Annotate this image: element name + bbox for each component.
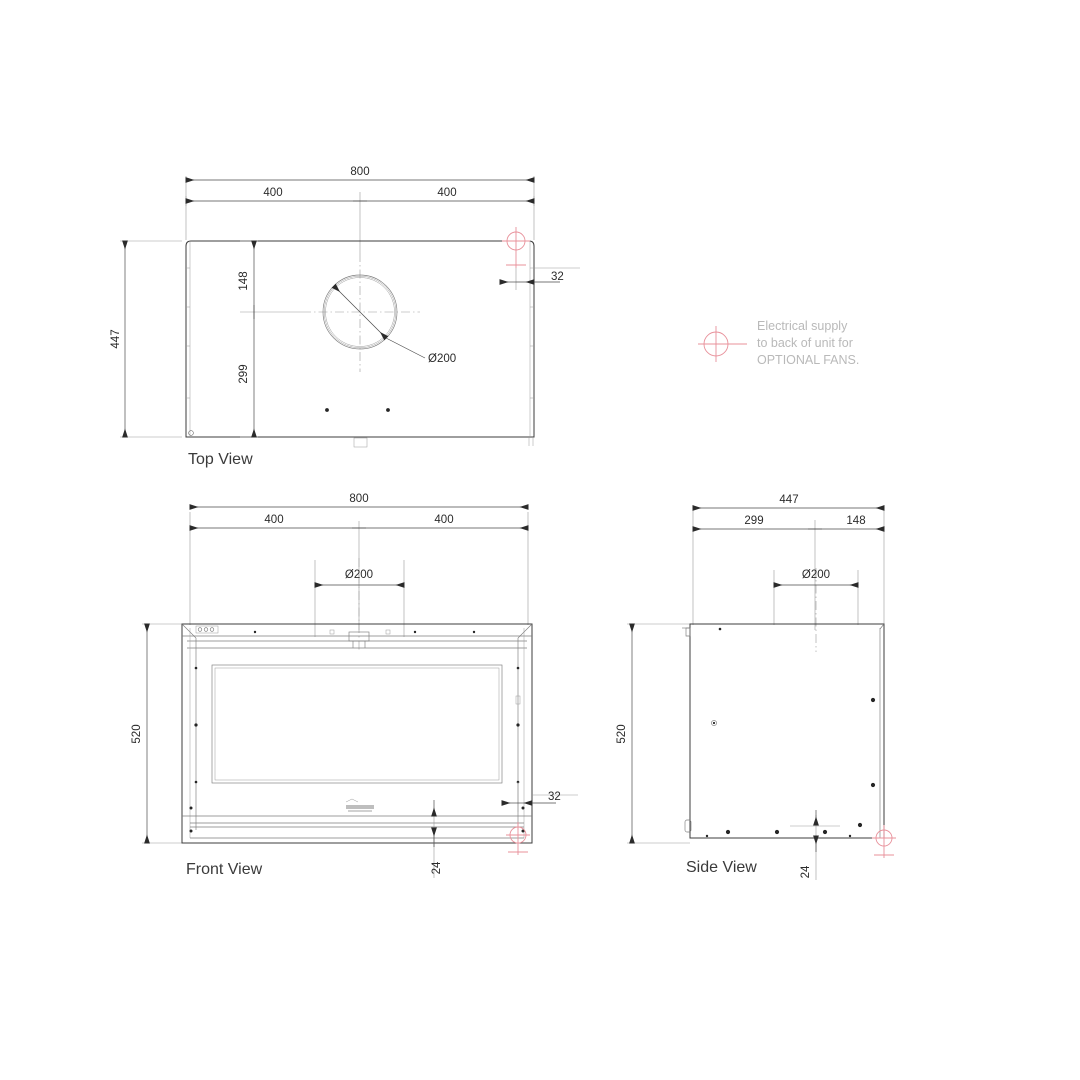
dim-side-front-segment: 299 <box>744 515 763 527</box>
side-view-dim-overall-height: 520 <box>616 623 690 844</box>
top-view-label: Top View <box>188 451 253 468</box>
side-view: 447 299 148 Ø200 520 <box>616 494 896 880</box>
dim-side-back-segment: 148 <box>846 515 865 527</box>
dim-front-overall-height: 520 <box>131 724 143 743</box>
dim-side-base-height: 24 <box>800 865 812 878</box>
front-view-dim-half-widths: 400 400 <box>189 514 529 630</box>
dim-front-flue-diameter: Ø200 <box>345 569 373 581</box>
dim-side-overall-height: 520 <box>616 724 628 743</box>
dim-top-flue-diameter: Ø200 <box>428 353 456 365</box>
dim-top-half-right: 400 <box>437 187 456 199</box>
front-view-body <box>181 623 533 844</box>
top-view-electrical-target <box>502 227 530 268</box>
electrical-note-line2: to back of unit for <box>757 336 853 350</box>
dim-top-flue-back-offset: 299 <box>238 364 250 383</box>
top-view-dim-depth: 447 <box>110 240 182 438</box>
front-view-dim-overall-height: 520 <box>131 623 186 844</box>
crosshair-target-icon <box>698 326 747 362</box>
side-view-dim-base-height: 24 <box>790 810 840 880</box>
top-view: 800 400 400 447 <box>110 166 580 468</box>
front-view-dim-base-height: 24 <box>431 800 443 878</box>
top-view-dim-overall-width: 800 <box>185 166 535 240</box>
manufacturer-logo <box>345 798 374 812</box>
front-view-label: Front View <box>186 861 263 878</box>
dim-side-flue-diameter: Ø200 <box>802 569 830 581</box>
front-view: 800 400 400 Ø200 520 <box>131 493 578 878</box>
electrical-note-line1: Electrical supply <box>757 319 848 333</box>
top-view-dim-half-widths: 400 400 <box>185 187 535 253</box>
side-view-dim-overall-depth: 447 <box>692 494 885 625</box>
side-view-dim-segments: 299 148 <box>692 515 885 630</box>
dim-top-corner-offset: 32 <box>551 271 564 283</box>
dim-front-half-right: 400 <box>434 514 453 526</box>
electrical-note-line3: OPTIONAL FANS. <box>757 353 859 367</box>
dim-top-flue-front-offset: 148 <box>238 271 250 290</box>
electrical-supply-note: Electrical supply to back of unit for OP… <box>698 319 859 367</box>
top-view-dim-corner-offset: 32 <box>499 267 580 290</box>
dim-front-corner-offset: 32 <box>548 791 561 803</box>
top-view-dim-flue-offsets: 148 299 <box>238 240 302 438</box>
dim-front-half-left: 400 <box>264 514 283 526</box>
top-view-flue-opening: Ø200 <box>302 253 456 372</box>
dim-top-depth: 447 <box>110 329 122 348</box>
side-view-electrical-target <box>872 825 896 858</box>
dim-front-overall-width: 800 <box>349 493 368 505</box>
dim-side-overall-depth: 447 <box>779 494 798 506</box>
front-view-electrical-target <box>506 822 530 855</box>
dim-top-overall-width: 800 <box>350 166 369 178</box>
side-view-body <box>682 623 885 839</box>
dim-top-half-left: 400 <box>263 187 282 199</box>
side-view-dim-flue-diameter: Ø200 <box>773 568 859 652</box>
side-view-label: Side View <box>686 859 757 876</box>
front-view-dim-flue-diameter: Ø200 <box>314 558 405 652</box>
dim-front-base-height: 24 <box>431 861 443 874</box>
front-view-dim-corner-offset: 32 <box>501 782 578 812</box>
